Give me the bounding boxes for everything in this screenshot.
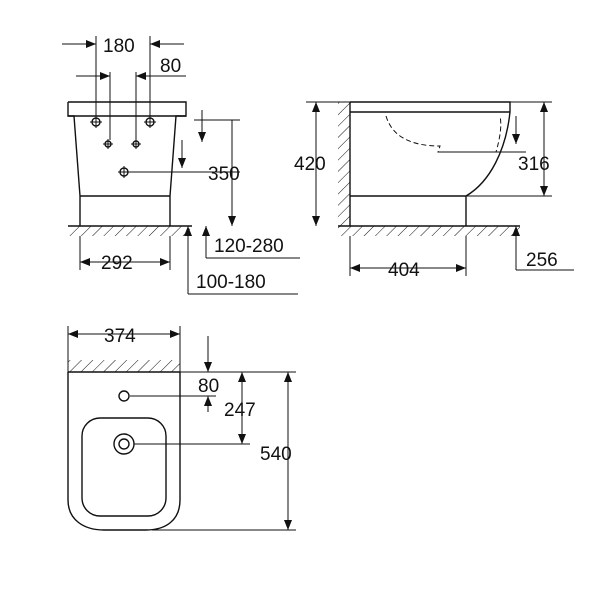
dim-540 (152, 372, 296, 531)
top-tap-hole (118, 390, 130, 402)
dim-404 (349, 236, 467, 276)
top-drain-inner (118, 438, 130, 450)
dim-420 (306, 101, 350, 226)
dim-80-top-label: 80 (160, 56, 181, 77)
dim-316-label: 316 (518, 154, 550, 175)
dim-292 (79, 236, 171, 270)
dim-ranges (184, 226, 300, 295)
top-bowl-outline (81, 417, 167, 517)
dim-80-bottom (130, 336, 216, 412)
dim-256-label: 256 (526, 250, 558, 271)
dim-247 (134, 371, 296, 445)
dim-100-180-label: 100-180 (196, 272, 266, 293)
top-view: 374 80 247 540 (67, 326, 296, 531)
top-bidet-outline (67, 372, 181, 531)
side-view: 420 316 404 256 (294, 101, 574, 281)
side-bidet-profile (350, 101, 511, 226)
dim-80-bottom-label: 80 (198, 376, 219, 397)
dim-80-top (76, 72, 186, 140)
dim-374-label: 374 (104, 326, 136, 347)
dim-374 (67, 326, 181, 372)
front-bidet-body (67, 101, 187, 226)
dim-316 (440, 101, 552, 197)
dim-404-label: 404 (388, 260, 420, 281)
dim-247-label: 247 (224, 400, 256, 421)
side-floor-hatch (338, 226, 520, 236)
side-wall-hatch (338, 102, 350, 226)
front-floor-hatch (68, 226, 190, 236)
top-wall-hatch (68, 360, 180, 372)
dim-180-label: 180 (103, 36, 135, 57)
dim-350 (124, 110, 240, 226)
front-fixing-holes (90, 116, 156, 178)
dim-256 (512, 226, 574, 271)
dim-420-label: 420 (294, 154, 326, 175)
dim-540-label: 540 (260, 444, 292, 465)
side-bowl-outline (385, 115, 502, 153)
dim-180 (62, 36, 184, 118)
dim-120-280-label: 120-280 (214, 236, 284, 257)
front-view: 180 80 350 (62, 36, 300, 295)
dim-292-label: 292 (101, 253, 133, 274)
dim-350-label: 350 (208, 164, 240, 185)
top-drain-outer (113, 433, 135, 455)
